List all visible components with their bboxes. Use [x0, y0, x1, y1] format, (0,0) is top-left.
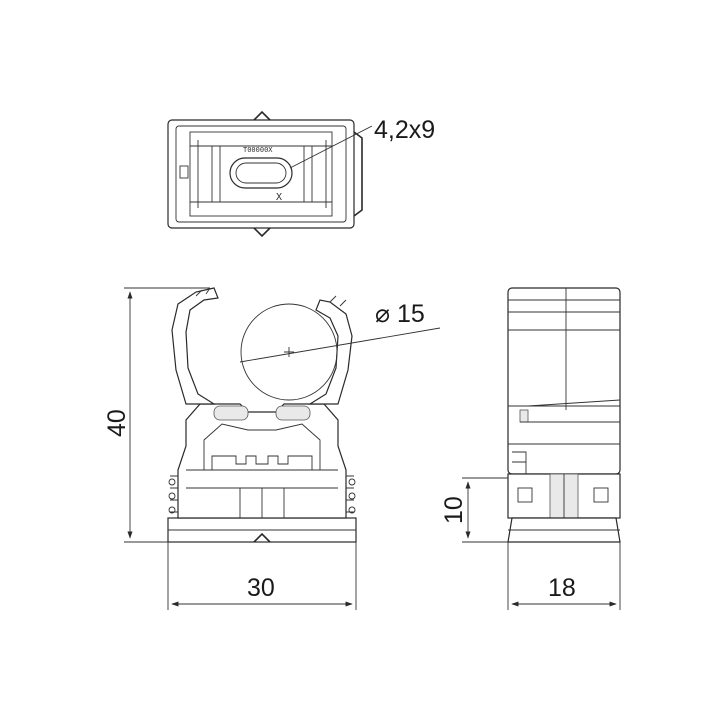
marking-small-text: X: [276, 192, 282, 203]
slot-dimension-label: 4,2x9: [374, 116, 435, 144]
diameter-dimension-label: ⌀ 15: [375, 300, 425, 328]
diameter-dimension-line: [239, 327, 441, 363]
mounting-slot: [229, 157, 293, 189]
tube-circle: [240, 303, 338, 401]
front-view: ⌀ 15 40 30: [103, 287, 441, 610]
base-height-dimension-label: 10: [440, 496, 468, 524]
side-view: 10 18: [440, 287, 621, 610]
top-view: T00000X X 4,2x9: [167, 110, 435, 238]
height-dimension-label: 40: [103, 409, 131, 437]
depth-dimension-label: 18: [548, 574, 576, 602]
marking-text: T00000X: [243, 146, 273, 154]
width-dimension-label: 30: [247, 574, 275, 602]
slot-leader-line: [289, 125, 373, 169]
